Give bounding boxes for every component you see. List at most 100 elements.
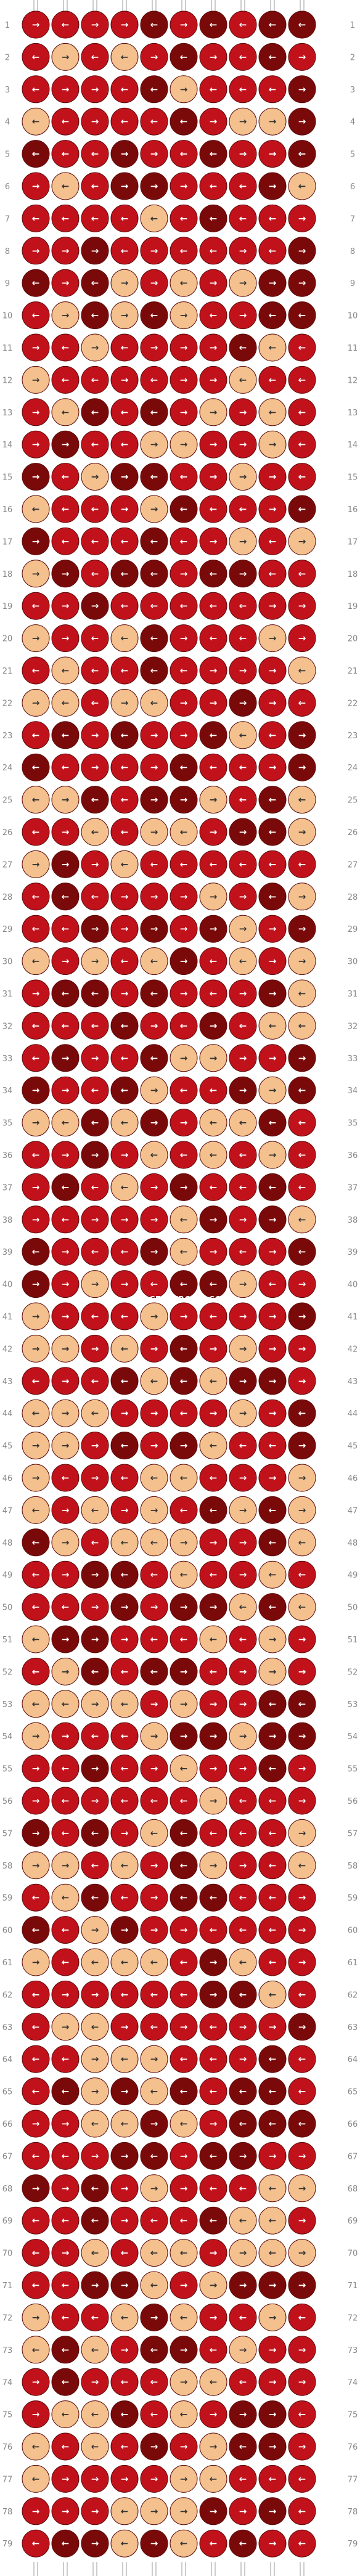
knot: → (258, 1237, 287, 1266)
circle-knot-icon (258, 882, 287, 911)
circle-knot-icon (22, 979, 50, 1008)
right-arrow-icon: → (210, 1860, 218, 1871)
circle-knot-icon (22, 10, 50, 39)
knot: ← (81, 2239, 109, 2267)
circle-knot-icon (229, 1851, 257, 1880)
circle-knot-icon (229, 2303, 257, 2331)
left-arrow-icon: ← (298, 310, 306, 321)
knot: → (229, 1560, 257, 1589)
left-arrow-icon: ← (62, 923, 70, 934)
knot: ← (110, 2303, 139, 2331)
row-label-right: 77 (348, 2475, 358, 2484)
knot: ← (229, 172, 257, 200)
right-arrow-icon: → (269, 1376, 277, 1387)
knot: → (110, 10, 139, 39)
circle-knot-icon (229, 2336, 257, 2364)
left-arrow-icon: ← (150, 600, 158, 611)
circle-knot-icon (229, 269, 257, 297)
knot: → (110, 1625, 139, 1653)
knot: → (170, 10, 198, 39)
left-arrow-icon: ← (180, 1795, 188, 1806)
knot: → (140, 1334, 168, 1363)
circle-knot-icon (288, 1625, 316, 1653)
knot: → (81, 1755, 109, 1783)
circle-knot-icon (81, 1141, 109, 1169)
left-arrow-icon: ← (91, 1117, 99, 1128)
knot: ← (81, 1496, 109, 1524)
knot: ← (140, 1819, 168, 1847)
knot: → (170, 1173, 198, 1201)
knot: → (258, 2013, 287, 2041)
knot: ← (110, 1237, 139, 1266)
left-arrow-icon: ← (180, 503, 188, 515)
right-arrow-icon: → (180, 439, 188, 450)
circle-knot-icon (22, 398, 50, 426)
knot: → (288, 2239, 316, 2267)
right-arrow-icon: → (62, 1730, 70, 1742)
right-arrow-icon: → (210, 1698, 218, 1710)
right-arrow-icon: → (121, 1602, 129, 1613)
row-label-left: 28 (2, 893, 13, 902)
knot: ← (140, 947, 168, 976)
circle-knot-icon (199, 237, 227, 265)
left-arrow-icon: ← (180, 600, 188, 611)
circle-knot-icon (81, 140, 109, 168)
row-label-right: 78 (348, 2508, 358, 2517)
circle-knot-icon (170, 398, 198, 426)
right-arrow-icon: → (62, 310, 70, 321)
circle-knot-icon (288, 1722, 316, 1750)
left-arrow-icon: ← (269, 2053, 277, 2064)
left-arrow-icon: ← (121, 1085, 129, 1096)
row-label-right: 61 (348, 1958, 358, 1968)
knot: ← (110, 2045, 139, 2073)
right-arrow-icon: → (150, 1214, 158, 1225)
knot: → (140, 786, 168, 814)
circle-knot-icon (110, 753, 139, 781)
knot: ← (199, 1432, 227, 1460)
right-arrow-icon: → (91, 84, 99, 95)
left-arrow-icon: ← (121, 826, 129, 838)
knot: ← (229, 495, 257, 523)
knot: → (22, 688, 50, 717)
knot: → (140, 1237, 168, 1266)
left-arrow-icon: ← (121, 1892, 129, 1903)
right-arrow-icon: → (150, 2441, 158, 2452)
row-label-right: 1 (350, 21, 355, 30)
knot: → (288, 2368, 316, 2396)
right-arrow-icon: → (121, 2150, 129, 2161)
row-label-left: 6 (5, 182, 10, 192)
right-arrow-icon: → (239, 1537, 247, 1548)
knot: → (199, 915, 227, 943)
knot: ← (199, 75, 227, 104)
right-arrow-icon: → (210, 2280, 218, 2291)
knot: ← (81, 1302, 109, 1331)
left-arrow-icon: ← (121, 1246, 129, 1257)
circle-knot-icon (81, 2368, 109, 2396)
left-arrow-icon: ← (298, 407, 306, 418)
knot: ← (22, 43, 50, 71)
knot: ← (170, 2400, 198, 2429)
right-arrow-icon: → (150, 245, 158, 256)
knot: → (140, 1755, 168, 1783)
left-arrow-icon: ← (121, 2053, 129, 2064)
left-arrow-icon: ← (150, 956, 158, 967)
circle-knot-icon (110, 2109, 139, 2138)
knot: ← (51, 1011, 80, 1040)
knot: → (229, 818, 257, 846)
circle-knot-icon (140, 721, 168, 749)
row-label-left: 44 (2, 1409, 13, 1419)
right-arrow-icon: → (210, 342, 218, 353)
circle-knot-icon (258, 721, 287, 749)
knot: → (229, 237, 257, 265)
circle-knot-icon (81, 2400, 109, 2429)
right-arrow-icon: → (150, 1602, 158, 1613)
knot: ← (258, 1173, 287, 1201)
left-arrow-icon: ← (121, 342, 129, 353)
left-arrow-icon: ← (269, 826, 277, 838)
circle-knot-icon (170, 204, 198, 232)
right-arrow-icon: → (121, 891, 129, 902)
row-label-right: 6 (350, 182, 355, 192)
left-arrow-icon: ← (210, 956, 218, 967)
circle-knot-icon (170, 1787, 198, 1815)
knot: ← (81, 495, 109, 523)
